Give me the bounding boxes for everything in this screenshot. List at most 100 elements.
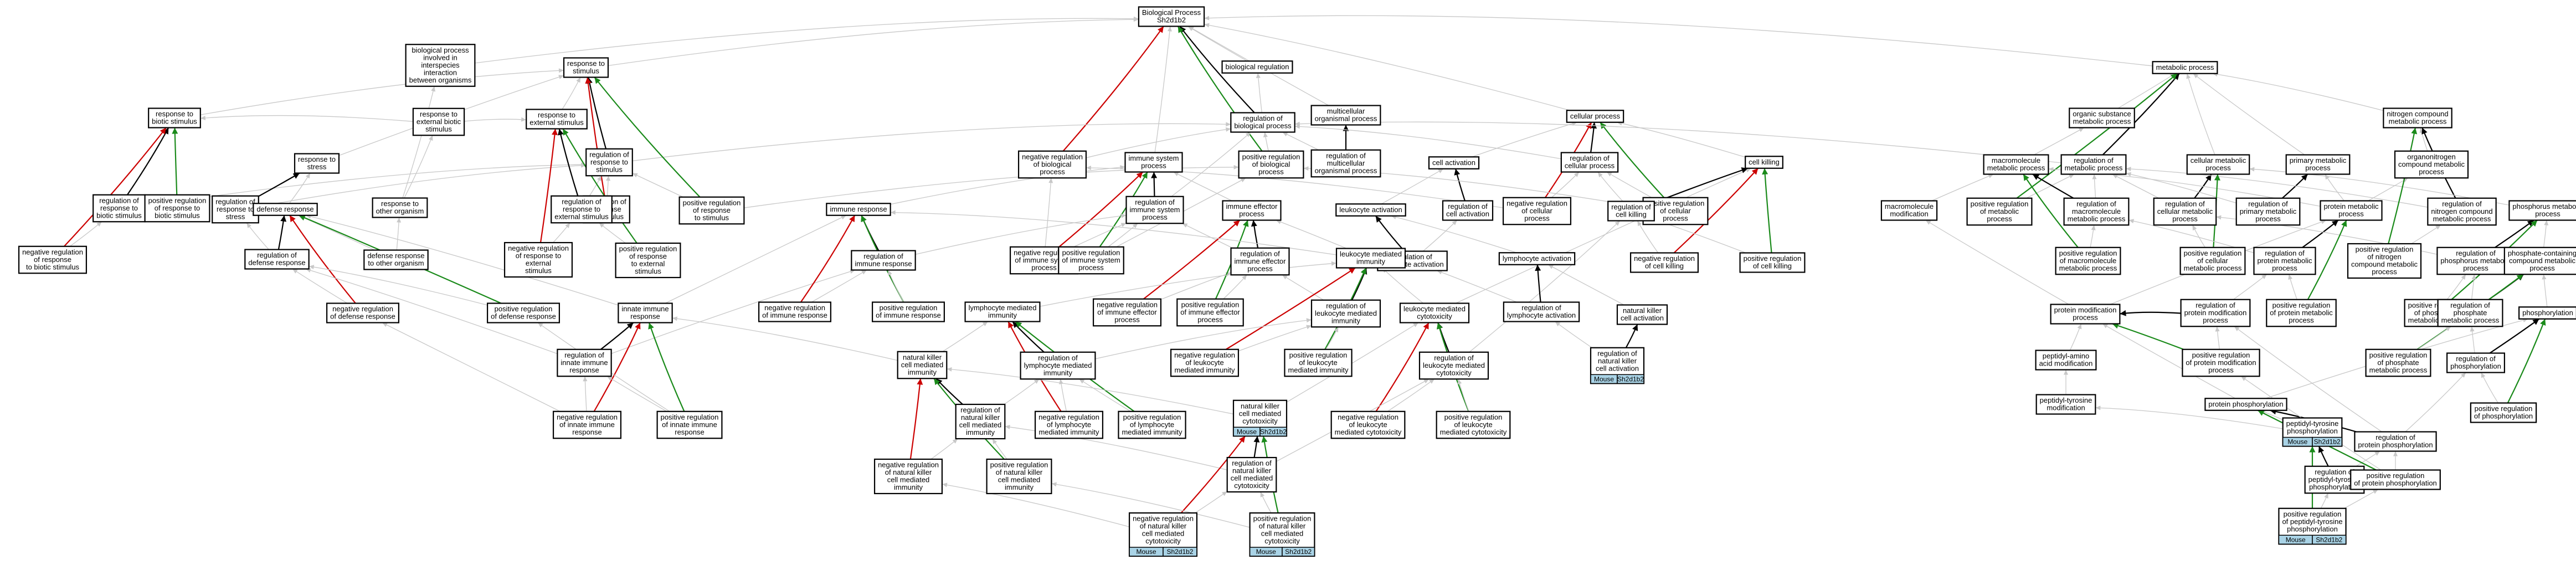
go-term-node[interactable]: cellular process [1566, 110, 1624, 123]
go-term-node[interactable]: lymphocyte activation [1498, 252, 1576, 265]
go-term-node[interactable]: metabolic process [2152, 61, 2218, 74]
go-term-node[interactable]: phosphorylation [2518, 306, 2576, 320]
go-term-node[interactable]: defense response [253, 203, 318, 216]
go-term-node[interactable]: biological regulation [1221, 60, 1293, 74]
go-term-node[interactable]: immune response [826, 203, 891, 216]
go-term-node[interactable]: leukocyte activation [1335, 203, 1406, 217]
go-term-node[interactable]: cell killing [1745, 156, 1783, 169]
go-term-node[interactable]: cell activation [1428, 156, 1480, 170]
go-term-node[interactable]: protein phosphorylation [2204, 398, 2287, 411]
